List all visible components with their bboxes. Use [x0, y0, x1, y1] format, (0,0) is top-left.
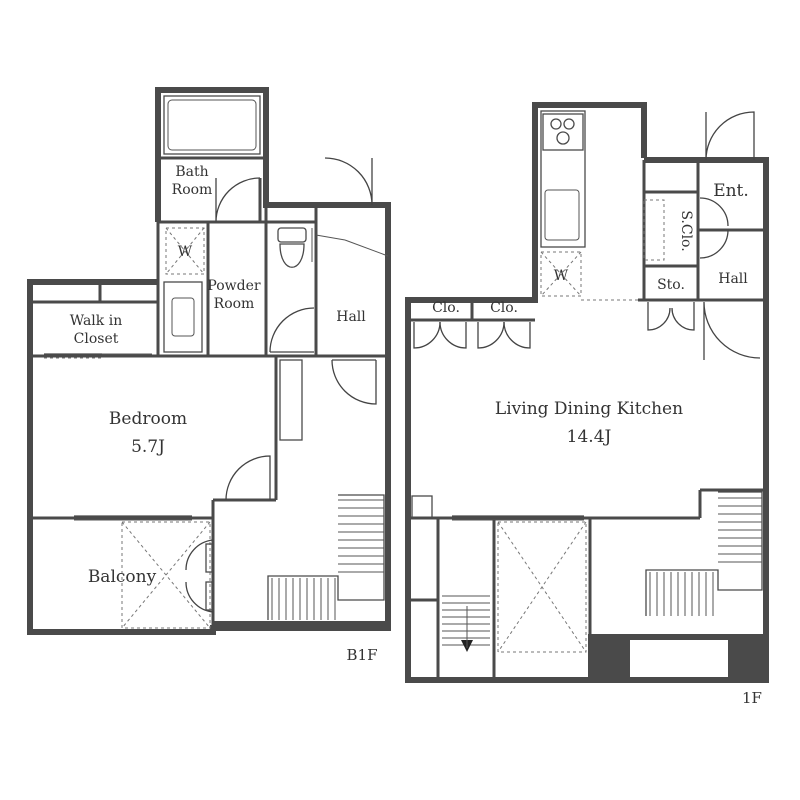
- washer-space-1f: [540, 251, 582, 297]
- hall-guard: [315, 234, 346, 241]
- ldk-label: Living Dining Kitchen: [495, 399, 683, 419]
- powder-room-label: Room: [214, 296, 255, 312]
- vanity: [163, 281, 203, 353]
- ldk-size: 14.4J: [567, 427, 612, 447]
- f1-column: [588, 636, 630, 680]
- b1f-outer-wall: [27, 87, 391, 635]
- bedroom-size: 5.7J: [131, 437, 165, 457]
- pillar: [411, 495, 433, 519]
- f1-column: [728, 636, 766, 680]
- bedroom-label: Bedroom: [109, 409, 187, 429]
- sto-door[interactable]: [671, 302, 695, 331]
- washer-x: [165, 227, 205, 275]
- f1-plan: [405, 102, 769, 683]
- sclo-door[interactable]: [699, 197, 729, 227]
- hall-door-1f[interactable]: [703, 301, 761, 360]
- closet-door[interactable]: [477, 321, 505, 349]
- hall-bottom-door[interactable]: [331, 359, 377, 405]
- washer-x: [540, 251, 582, 297]
- stair-frame: [645, 491, 763, 616]
- bedroom-door[interactable]: [225, 455, 271, 501]
- toilet-tank: [277, 227, 307, 243]
- burner: [556, 131, 570, 145]
- washer-space: [165, 227, 205, 275]
- kitchen-counter: [540, 110, 586, 248]
- closet-label: Clo.: [490, 300, 518, 316]
- entrance-door[interactable]: [705, 111, 755, 161]
- balcony-void: [121, 521, 211, 629]
- b1f-plan: [27, 87, 391, 635]
- f1-stairs: [645, 491, 763, 616]
- bathtub-inner: [167, 99, 257, 151]
- storage-cabinet: [279, 359, 303, 441]
- kitchen-sink: [544, 189, 580, 241]
- f1-outer-wall: [405, 102, 769, 683]
- hall-top-door[interactable]: [324, 157, 373, 206]
- bath-room-label: Bath: [175, 164, 208, 180]
- balcony-door[interactable]: [185, 539, 214, 571]
- bath-room-label: Room: [172, 182, 213, 198]
- void-x: [497, 521, 587, 653]
- bathtub: [163, 95, 261, 155]
- b1f-stairs: [267, 494, 385, 620]
- b1f-bottom-slab: [213, 621, 388, 630]
- toilet-bowl: [279, 243, 305, 268]
- balcony-door-leaf: [205, 581, 213, 611]
- hall-guard: [344, 239, 389, 257]
- walk-in-closet-label: Closet: [74, 331, 119, 347]
- bath-door[interactable]: [215, 177, 261, 223]
- walk-in-closet-label: Walk in: [70, 313, 122, 329]
- void-area: [497, 521, 587, 653]
- balcony-void-x: [121, 521, 211, 629]
- balcony-door[interactable]: [185, 581, 214, 613]
- shoe-closet-label: S.Clo.: [678, 210, 694, 251]
- sto-door[interactable]: [647, 302, 671, 331]
- powder-room-label: Powder: [207, 278, 261, 294]
- closet-door[interactable]: [439, 321, 467, 349]
- labels: Bath Room W Powder Room Walk in Closet H…: [70, 164, 762, 707]
- f1-slab: [588, 634, 766, 640]
- storage-label: Sto.: [657, 277, 685, 293]
- entrance-label: Ent.: [713, 181, 749, 201]
- closet-door[interactable]: [503, 321, 531, 349]
- burner: [563, 118, 575, 130]
- stair-frame: [267, 494, 385, 620]
- floor-label-b1f: B1F: [347, 646, 378, 664]
- hall-label-1f: Hall: [718, 271, 748, 287]
- toilet-door[interactable]: [269, 307, 315, 353]
- floor-label-1f: 1F: [742, 689, 762, 707]
- sclo-shelf: [643, 199, 665, 261]
- sclo-door[interactable]: [699, 229, 729, 259]
- washer-label: W: [178, 244, 193, 260]
- balcony-door-leaf: [205, 543, 213, 573]
- f1-down-stairs: [442, 595, 490, 646]
- balcony-label: Balcony: [88, 567, 157, 587]
- closet-label: Clo.: [432, 300, 460, 316]
- closet-door[interactable]: [413, 321, 441, 349]
- hall-label-b1f: Hall: [336, 309, 366, 325]
- washer-x: [165, 227, 205, 275]
- washer-x: [540, 251, 582, 297]
- vanity-basin: [171, 297, 195, 337]
- stove: [542, 113, 584, 151]
- washer-label-1f: W: [554, 268, 569, 284]
- burner: [550, 118, 562, 130]
